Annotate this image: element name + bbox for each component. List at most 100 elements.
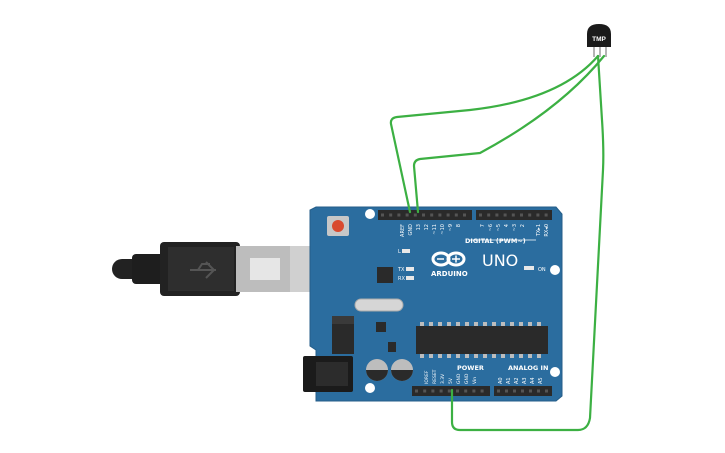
digital-pin-label: 8: [456, 224, 462, 227]
digital-pin-label: TX▸1: [536, 224, 542, 237]
digital-pin-label: 7: [480, 224, 486, 227]
small-component: [376, 322, 386, 332]
chip-pin: [447, 354, 451, 358]
capacitor: [391, 359, 413, 381]
wire-5v[interactable]: [450, 54, 605, 432]
digital-pin-label: GND: [408, 224, 414, 236]
usb-icon: [190, 261, 216, 279]
chip-pin: [438, 354, 442, 358]
chip-pin: [429, 322, 433, 326]
arduino-logo-symbols: [437, 255, 460, 263]
digital-pin-label: ~10: [440, 224, 446, 235]
power-pin-label: GND: [456, 373, 462, 384]
chip-pin: [429, 354, 433, 358]
chip-pin: [519, 322, 523, 326]
mount-hole: [550, 265, 560, 275]
header-pin-hole: [456, 389, 459, 393]
atmega-chip: [416, 326, 548, 354]
chip-pin: [510, 322, 514, 326]
header-pin-hole: [503, 213, 507, 217]
chip-pin: [438, 322, 442, 326]
header-pin-hole: [447, 389, 451, 393]
header-pin-hole: [520, 213, 523, 217]
analog-label: ANALOG IN: [508, 364, 548, 372]
led-l-label: L: [398, 249, 401, 255]
chip-pin: [501, 322, 505, 326]
header-pin-hole: [480, 389, 484, 393]
led-tx: [406, 267, 414, 271]
header-pin-hole: [415, 389, 418, 393]
header-pin-hole: [479, 213, 482, 217]
header-pin-hole: [529, 389, 532, 393]
analog-pin-label: A0: [498, 377, 504, 384]
chip-pin: [501, 354, 505, 358]
power-jack[interactable]: [303, 356, 353, 392]
led-rx: [406, 276, 414, 280]
header-pin-hole: [463, 213, 466, 217]
header-pin-hole: [381, 213, 384, 217]
digital-pin-label: 12: [424, 224, 430, 230]
header-pin-hole: [431, 389, 435, 393]
header-pin-hole: [472, 389, 476, 393]
digital-pin-label: 4: [504, 224, 510, 227]
chip-pin: [537, 322, 541, 326]
header-pin-hole: [495, 213, 499, 217]
header-pin-hole: [521, 389, 524, 393]
power-pin-label: GND: [464, 373, 470, 384]
digital-pin-label: ~9: [448, 224, 454, 231]
digital-pin-label: ~11: [432, 224, 438, 235]
header-pin-hole: [389, 213, 393, 217]
header-pin-hole: [454, 213, 458, 217]
header-pin-hole: [438, 213, 442, 217]
header-pin-hole: [536, 213, 540, 217]
header-pin-hole: [513, 389, 516, 393]
analog-pin-label: A2: [514, 377, 520, 384]
wire-a0[interactable]: [412, 54, 606, 214]
analog-pin-label: A5: [538, 377, 544, 384]
power-label: POWER: [457, 364, 484, 372]
digital-pin-label: 2: [520, 224, 526, 227]
digital-pin-label: ~5: [496, 224, 502, 231]
mount-hole: [365, 383, 375, 393]
model-label: UNO: [482, 251, 518, 270]
power-pin-label: IOREF: [424, 370, 430, 384]
chip-pin: [492, 322, 496, 326]
chip-pin: [528, 322, 532, 326]
analog-pin-label: A1: [506, 377, 512, 384]
header-pin-hole: [545, 389, 548, 393]
chip-pin: [483, 354, 487, 358]
chip-pin: [465, 322, 469, 326]
voltage-regulator: [332, 322, 354, 354]
capacitor: [366, 359, 388, 381]
led-l: [402, 249, 410, 253]
digital-pin-label: AREF: [400, 224, 406, 237]
wire-gnd[interactable]: [389, 54, 600, 214]
chip-pin: [528, 354, 532, 358]
tmp-sensor[interactable]: TMP: [587, 24, 611, 57]
mount-hole: [365, 209, 375, 219]
chip-pin: [519, 354, 523, 358]
header-pin-hole: [423, 389, 427, 393]
digital-pin-label: 13: [416, 224, 422, 230]
chip-pin: [492, 354, 496, 358]
mount-hole: [550, 367, 560, 377]
crystal: [354, 298, 404, 312]
header-pin-hole: [422, 213, 425, 217]
led-on: [524, 266, 534, 270]
resistor-pack: [388, 342, 396, 352]
header-pin-hole: [537, 389, 540, 393]
chip-pin: [465, 354, 469, 358]
chip-pin: [537, 354, 541, 358]
digital-label: DIGITAL (PWM~): [465, 237, 526, 245]
usb-chip: [377, 267, 393, 283]
header-pin-hole: [413, 213, 417, 217]
analog-pin-label: A4: [530, 377, 536, 384]
header-pin-hole: [497, 389, 500, 393]
digital-pin-label: RX◂0: [544, 224, 550, 237]
reset-button[interactable]: [327, 216, 349, 236]
tmp-label: TMP: [592, 36, 606, 43]
chip-pin: [456, 354, 460, 358]
